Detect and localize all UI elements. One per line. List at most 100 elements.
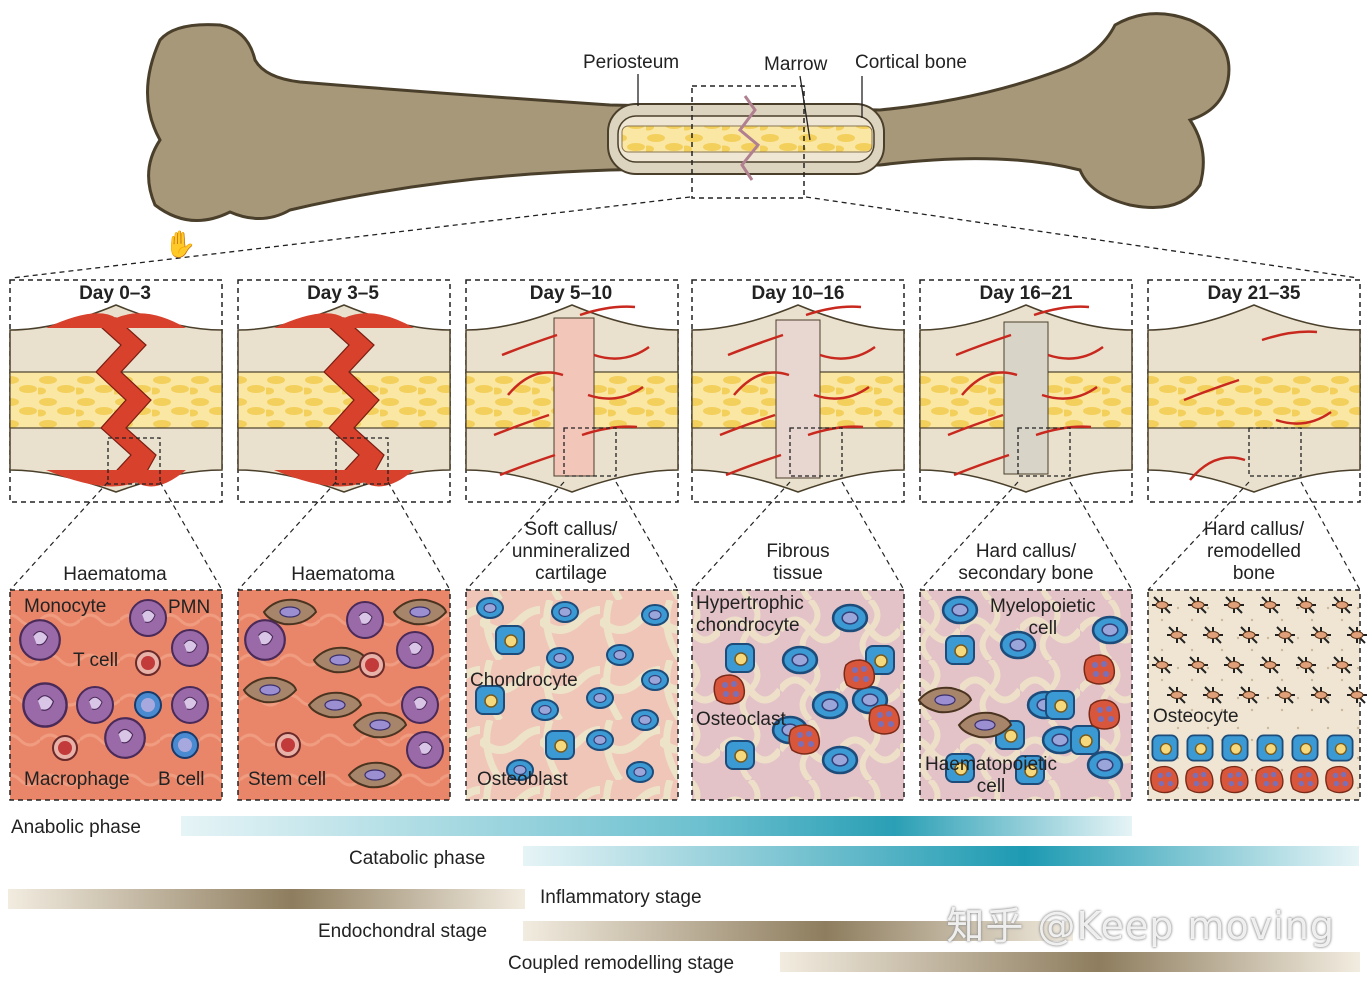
coupled-remodelling-stage-label: Coupled remodelling stage bbox=[508, 953, 735, 974]
osteoclast-cell bbox=[1325, 765, 1354, 794]
myelopoietic-cell bbox=[1086, 750, 1124, 780]
tissue-label-1: Haematoma bbox=[63, 564, 167, 585]
monocyte-cell bbox=[401, 686, 439, 724]
osteocyte-cell bbox=[1314, 631, 1328, 639]
chondrocyte-cell bbox=[476, 597, 504, 619]
anabolic-phase-label: Anabolic phase bbox=[11, 817, 141, 838]
osteoclast-cell bbox=[1150, 765, 1179, 794]
catabolic-phase-bar bbox=[523, 846, 1359, 866]
t-cell-label: T cell bbox=[73, 650, 119, 671]
osteocyte-cell bbox=[1278, 691, 1292, 699]
pmn-cell bbox=[171, 629, 209, 667]
osteoblast-cell bbox=[495, 625, 525, 655]
day-label-4: Day 10–16 bbox=[751, 283, 845, 304]
bone-section-panel-3 bbox=[465, 279, 679, 591]
osteoblast-cell bbox=[1186, 734, 1214, 762]
osteocyte-cell bbox=[1314, 691, 1328, 699]
endochondral-stage-label: Endochondral stage bbox=[318, 921, 488, 942]
myelopoietic-cell-label: Myelopoietic cell bbox=[990, 596, 1096, 639]
t-cell bbox=[52, 735, 78, 761]
chondrocyte-cell bbox=[641, 669, 669, 691]
osteocyte-cell bbox=[1263, 661, 1277, 669]
chondrocyte-cell bbox=[606, 644, 634, 666]
hypertrophic-chondrocyte-cell bbox=[821, 745, 859, 775]
endochondral-stage-bar bbox=[523, 921, 1073, 941]
tissue-label-2: Haematoma bbox=[291, 564, 395, 585]
osteoclast-cell bbox=[1290, 765, 1319, 794]
osteocyte-cell bbox=[1350, 631, 1364, 639]
tissue-label-3: Soft callus/ unmineralized cartilage bbox=[511, 519, 631, 584]
pmn-cell bbox=[396, 631, 434, 669]
osteoclast-cell bbox=[1088, 699, 1121, 730]
cell-panel-4 bbox=[691, 589, 905, 801]
osteocyte-cell bbox=[1242, 631, 1256, 639]
osteoclast-cell bbox=[788, 724, 821, 755]
monocyte-cell bbox=[76, 686, 114, 724]
bone-section-panel-6 bbox=[1147, 279, 1361, 591]
hypertrophic-chondrocyte-label: Hypertrophic chondrocyte bbox=[696, 593, 804, 636]
t-cell bbox=[135, 650, 161, 676]
cell-panel-row bbox=[9, 589, 1367, 801]
osteocyte-cell bbox=[1227, 601, 1241, 609]
chondrocyte-cell bbox=[586, 729, 614, 751]
monocyte-cell bbox=[244, 619, 286, 661]
osteocyte-cell bbox=[1299, 661, 1313, 669]
bone-section-panel-5 bbox=[919, 279, 1133, 591]
t-cell bbox=[359, 652, 385, 678]
watermark: 知乎 @Keep moving bbox=[946, 904, 1335, 948]
catabolic-phase-label: Catabolic phase bbox=[349, 848, 486, 869]
anabolic-phase-bar bbox=[181, 816, 1132, 836]
osteocyte-cell bbox=[1191, 661, 1205, 669]
b-cell bbox=[134, 691, 162, 719]
osteoblast-cell bbox=[725, 740, 755, 770]
chondrocyte-cell bbox=[631, 709, 659, 731]
osteocyte-cell bbox=[1170, 691, 1184, 699]
inflammatory-stage-bar bbox=[8, 889, 525, 909]
chondrocyte-cell bbox=[641, 604, 669, 626]
chondrocyte-cell bbox=[626, 761, 654, 783]
osteoclast-cell bbox=[1220, 765, 1249, 794]
bone-section-panel-4 bbox=[691, 279, 905, 591]
osteoclast-cell bbox=[868, 704, 901, 735]
haematopoietic-cell-label: Haematopoietic cell bbox=[925, 754, 1058, 797]
osteoclast-cell bbox=[1083, 654, 1116, 685]
osteocyte-cell bbox=[1227, 661, 1241, 669]
osteoclast-cell bbox=[1255, 765, 1284, 794]
osteocyte-cell bbox=[1206, 631, 1220, 639]
osteocyte-label: Osteocyte bbox=[1153, 706, 1239, 727]
osteocyte-cell bbox=[1242, 691, 1256, 699]
osteocyte-cell bbox=[1350, 691, 1364, 699]
macrophage-cell bbox=[104, 717, 146, 759]
osteocyte-cell bbox=[1335, 661, 1349, 669]
osteoblast-cell bbox=[1256, 734, 1284, 762]
macrophage-label: Macrophage bbox=[24, 769, 130, 790]
coupled-remodelling-stage-bar bbox=[780, 952, 1360, 972]
osteocyte-cell bbox=[1335, 601, 1349, 609]
chondrocyte-label: Chondrocyte bbox=[470, 670, 578, 691]
tissue-label-6: Hard callus/ remodelled bone bbox=[1203, 519, 1305, 584]
tissue-label-5: Hard callus/ secondary bone bbox=[958, 541, 1094, 584]
pmn-label: PMN bbox=[168, 597, 211, 618]
inflammatory-stage-label: Inflammatory stage bbox=[540, 887, 702, 908]
osteocyte-cell bbox=[1191, 601, 1205, 609]
osteoblast-cell bbox=[1326, 734, 1354, 762]
myelopoietic-cell bbox=[1091, 615, 1129, 645]
osteoblast-label: Osteoblast bbox=[477, 769, 568, 790]
osteoblast-cell bbox=[725, 643, 755, 673]
osteoclast-cell bbox=[843, 659, 876, 690]
stem-cell-label: Stem cell bbox=[248, 769, 327, 790]
tissue-label-4: Fibrous tissue bbox=[766, 541, 830, 584]
hand-cursor-icon: ✋ bbox=[164, 229, 196, 259]
monocyte-cell bbox=[19, 619, 61, 661]
osteocyte-cell bbox=[1206, 691, 1220, 699]
marrow-label: Marrow bbox=[764, 54, 828, 75]
haematopoietic-cell bbox=[1070, 725, 1100, 755]
osteocyte-cell bbox=[1155, 601, 1169, 609]
day-label-6: Day 21–35 bbox=[1207, 283, 1301, 304]
pmn-cell bbox=[22, 682, 68, 728]
periosteum-label: Periosteum bbox=[583, 52, 680, 73]
day-label-2: Day 3–5 bbox=[307, 283, 379, 304]
b-cell-label: B cell bbox=[158, 769, 205, 790]
femur-illustration bbox=[11, 12, 1359, 279]
